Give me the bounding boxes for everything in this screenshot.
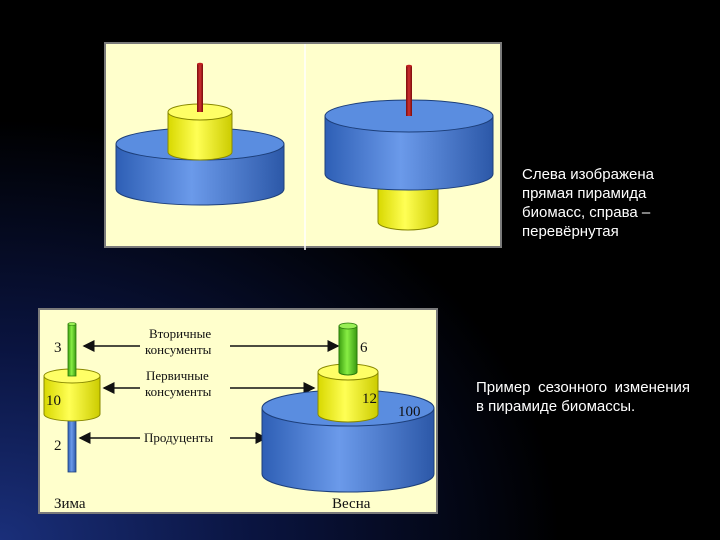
primary-consumers-label-2: консументы [145,384,212,399]
spring-primary-value: 12 [362,391,377,407]
winter-secondary-rod [67,322,77,377]
winter-secondary-value: 3 [54,340,62,356]
producers-cylinder [377,183,439,231]
caption-seasonal: Пример сезонного изменения в пирамиде би… [476,379,690,415]
secondary-consumers-label-2: консументы [145,342,212,357]
winter-producers-rod [67,413,77,473]
direct-pyramid [115,62,285,206]
biomass-pyramids-figure [104,42,502,250]
top-consumer-rod [197,62,203,112]
seasonal-pyramid-figure: 3 10 2 Зима Вторичные консументы Первичн… [38,308,438,514]
spring-secondary-value: 6 [360,340,368,356]
top-consumer-rod [406,64,412,116]
spring-producers-value: 100 [398,404,421,420]
consumers-cylinder [167,103,233,161]
inverted-pyramid [324,64,494,231]
producers-label: Продуценты [144,430,213,445]
winter-producers-value: 2 [54,438,62,454]
winter-label: Зима [54,496,86,512]
spring-pyramid: 6 12 100 Весна [261,322,435,512]
winter-primary-value: 10 [46,393,61,409]
winter-pyramid: 3 10 2 Зима [43,322,101,512]
spring-label: Весна [332,496,371,512]
level-labels: Вторичные консументы Первичные консумент… [78,326,340,445]
spring-secondary-cylinder [338,322,358,376]
caption-direct-inverted: Слева изображена прямая пирамида биомасс… [522,166,654,240]
secondary-consumers-label-1: Вторичные [149,326,211,341]
primary-consumers-label-1: Первичные [146,368,209,383]
spring-producers-cylinder [261,389,435,493]
